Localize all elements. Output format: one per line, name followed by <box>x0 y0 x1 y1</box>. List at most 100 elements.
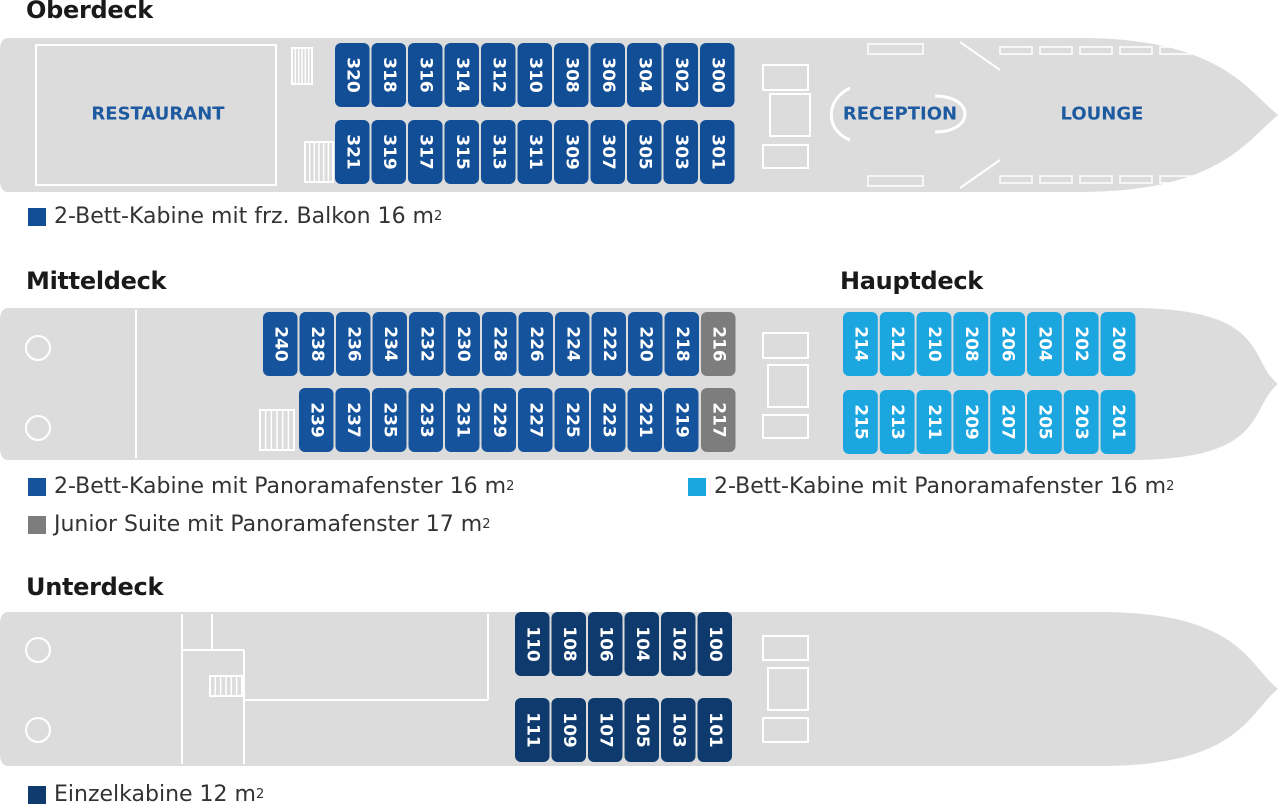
unterdeck-title: Unterdeck <box>26 573 164 601</box>
cabin-number: 229 <box>489 402 509 438</box>
cabin-229: 229 <box>481 388 516 452</box>
cabin-number: 220 <box>635 326 655 362</box>
cabin-box <box>879 390 915 454</box>
cabin-box <box>628 312 663 376</box>
cabin-number: 320 <box>342 57 362 93</box>
cabin-311: 311 <box>517 120 552 184</box>
cabin-box <box>1100 390 1136 454</box>
cabin-220: 220 <box>628 312 663 376</box>
cabin-100: 100 <box>697 612 732 676</box>
cabin-103: 103 <box>661 698 696 762</box>
cabin-108: 108 <box>551 612 586 676</box>
oberdeck-title: Oberdeck <box>26 0 153 24</box>
cabin-number: 315 <box>452 134 472 170</box>
cabin-number: 318 <box>379 57 399 93</box>
cabin-box <box>697 698 732 762</box>
cabin-box <box>299 388 334 452</box>
cabin-box <box>663 43 698 107</box>
cabin-number: 107 <box>595 712 615 748</box>
cabin-number: 108 <box>559 626 579 662</box>
cabin-number: 104 <box>632 626 652 662</box>
cabin-310: 310 <box>517 43 552 107</box>
cabin-box <box>627 120 662 184</box>
cabin-306: 306 <box>590 43 625 107</box>
cabin-number: 222 <box>599 326 619 362</box>
cabin-number: 300 <box>707 57 727 93</box>
cabin-box <box>700 43 735 107</box>
lounge-window <box>999 175 1033 184</box>
cabin-number: 304 <box>634 57 654 93</box>
cabin-number: 301 <box>707 134 727 170</box>
cabin-201: 201 <box>1100 390 1136 454</box>
cabin-number: 312 <box>488 57 508 93</box>
cabin-number: 202 <box>1071 326 1091 362</box>
cabin-238: 238 <box>299 312 334 376</box>
cabin-number: 211 <box>924 404 944 440</box>
oberdeck-stairs-top <box>291 47 313 85</box>
cabin-box <box>408 43 443 107</box>
porthole <box>25 335 51 361</box>
cabin-number: 231 <box>452 402 472 438</box>
cabin-206: 206 <box>990 312 1025 376</box>
cabin-number: 308 <box>561 57 581 93</box>
legend-swatch <box>28 477 46 496</box>
cabin-211: 211 <box>916 390 952 454</box>
cabin-box <box>591 312 626 376</box>
cabin-number: 110 <box>522 626 542 662</box>
cabin-box <box>372 312 407 376</box>
cabin-box <box>661 698 696 762</box>
deck-bench <box>867 43 924 55</box>
cabin-235: 235 <box>372 388 407 452</box>
cabin-number: 236 <box>343 326 363 362</box>
cabin-box <box>990 390 1025 454</box>
cabin-212: 212 <box>879 312 915 376</box>
cabin-number: 303 <box>671 134 691 170</box>
cabin-227: 227 <box>518 388 553 452</box>
legend-swatch <box>28 207 46 226</box>
cabin-number: 225 <box>562 402 582 438</box>
cabin-box <box>515 698 550 762</box>
cabin-321: 321 <box>335 120 370 184</box>
cabin-box <box>408 388 443 452</box>
lounge-window <box>999 46 1033 55</box>
cabin-box <box>624 612 659 676</box>
cabin-216: 216 <box>701 312 736 376</box>
oberdeck-stair-frames <box>762 64 809 169</box>
cabin-213: 213 <box>879 390 915 454</box>
cabin-box <box>444 43 479 107</box>
cabin-233: 233 <box>408 388 443 452</box>
cabin-203: 203 <box>1063 390 1099 454</box>
cabin-number: 105 <box>632 712 652 748</box>
cabin-224: 224 <box>555 312 590 376</box>
legend-swatch <box>688 477 706 496</box>
cabin-number: 204 <box>1034 326 1054 362</box>
cabin-number: 234 <box>380 326 400 362</box>
cabin-box <box>590 43 625 107</box>
cabin-number: 237 <box>343 402 363 438</box>
cabin-301: 301 <box>700 120 735 184</box>
cabin-218: 218 <box>664 312 699 376</box>
cabin-number: 209 <box>961 404 981 440</box>
legend-label: 2-Bett-Kabine mit Panoramafenster 16 m <box>714 474 1167 499</box>
cabin-number: 224 <box>562 326 582 362</box>
cabin-box <box>408 120 443 184</box>
oberdeck-stairs-bottom <box>304 141 334 183</box>
cabin-number: 221 <box>635 402 655 438</box>
cabin-200: 200 <box>1100 312 1136 376</box>
cabin-number: 309 <box>561 134 581 170</box>
cabin-221: 221 <box>627 388 662 452</box>
cabin-box <box>990 312 1025 376</box>
cabin-number: 313 <box>488 134 508 170</box>
cabin-box <box>482 312 517 376</box>
cabin-210: 210 <box>916 312 952 376</box>
cabin-102: 102 <box>661 612 696 676</box>
cabin-number: 207 <box>998 404 1018 440</box>
hauptdeck-title: Hauptdeck <box>840 267 983 295</box>
deck-bench <box>867 175 924 187</box>
cabin-number: 310 <box>525 57 545 93</box>
cabin-box <box>445 312 480 376</box>
cabin-box <box>263 312 298 376</box>
cabin-number: 302 <box>671 57 691 93</box>
